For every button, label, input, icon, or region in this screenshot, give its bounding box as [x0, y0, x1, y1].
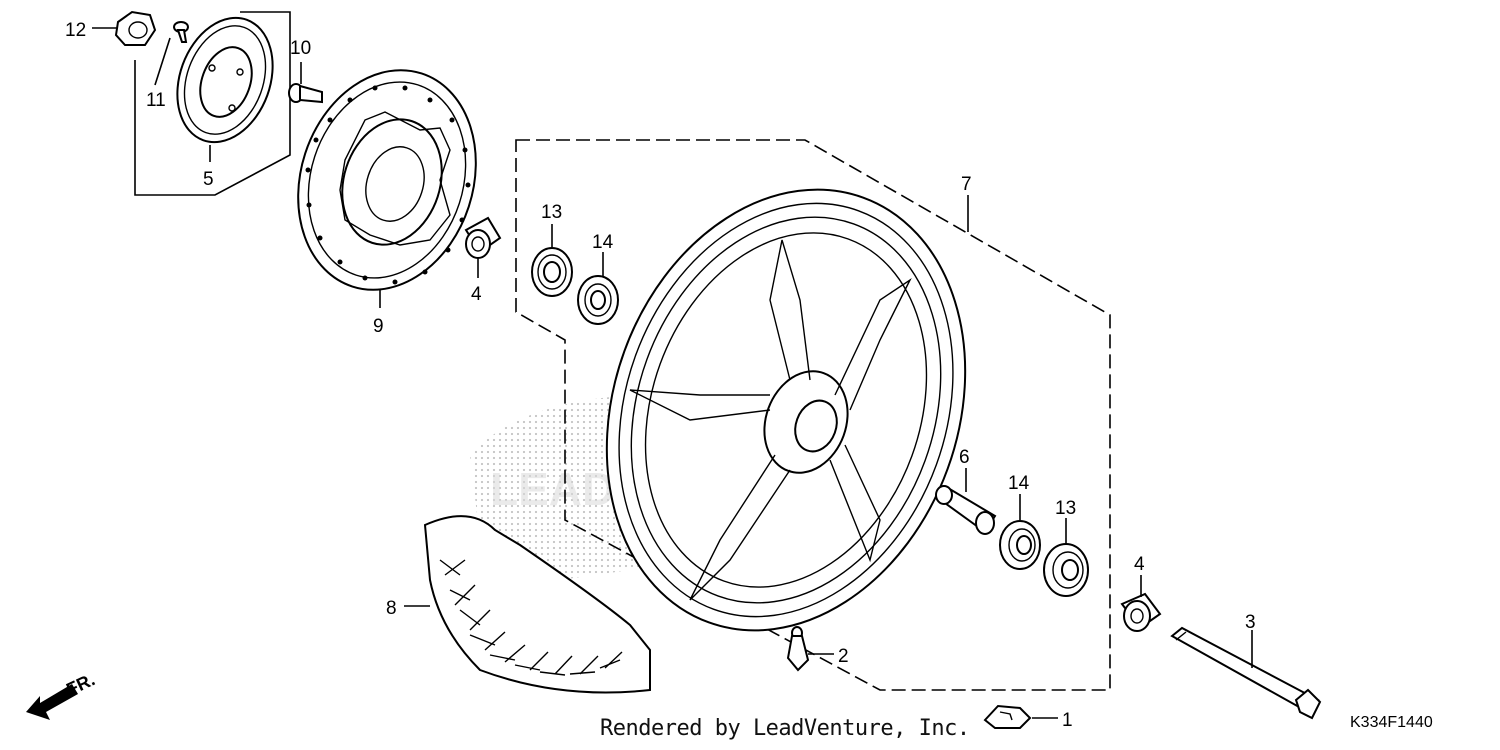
distance-collar-6[interactable] [935, 485, 997, 535]
collar-4-right[interactable] [1120, 592, 1162, 632]
bolt-11[interactable] [173, 21, 189, 43]
seal-14-left[interactable] [577, 275, 619, 325]
bearing-13-right[interactable] [1043, 543, 1089, 597]
callout-13-right: 13 [1055, 498, 1076, 519]
callout-14-left: 14 [592, 232, 614, 253]
pulser-ring-5[interactable] [161, 4, 289, 155]
callout-13-left: 13 [541, 202, 562, 223]
diagram-code: K334F1440 [1350, 714, 1433, 731]
callout-3: 3 [1245, 612, 1256, 633]
callout-10: 10 [290, 38, 311, 59]
rim-band-8[interactable] [423, 515, 651, 694]
nut-12[interactable] [114, 10, 157, 46]
valve-2[interactable] [786, 626, 810, 672]
callout-4-left: 4 [471, 284, 482, 305]
bearing-13-left[interactable] [531, 247, 573, 297]
front-direction-arrow-icon: FR. [26, 669, 98, 720]
axle-3[interactable] [1170, 626, 1322, 720]
seal-14-right[interactable] [999, 520, 1041, 570]
pulser-group-box [134, 11, 291, 196]
weight-1[interactable] [983, 704, 1032, 729]
brake-disc-9[interactable] [271, 47, 504, 313]
wheel-group-outline [515, 139, 1111, 691]
callout-9: 9 [373, 316, 384, 337]
callout-6: 6 [959, 447, 970, 468]
wheel-7[interactable] [547, 139, 1025, 681]
disc-bolt-10[interactable] [288, 83, 323, 104]
collar-4-left[interactable] [464, 216, 502, 259]
callout-8: 8 [386, 598, 397, 619]
callout-7: 7 [961, 174, 972, 195]
callout-5: 5 [203, 169, 214, 190]
callout-4-right: 4 [1134, 554, 1145, 575]
callout-2: 2 [838, 646, 849, 667]
credit-text: Rendered by LeadVenture, Inc. [600, 716, 970, 741]
callout-11: 11 [146, 90, 166, 111]
callout-14-right: 14 [1008, 473, 1030, 494]
callout-12: 12 [65, 20, 86, 41]
callout-1: 1 [1062, 710, 1073, 731]
